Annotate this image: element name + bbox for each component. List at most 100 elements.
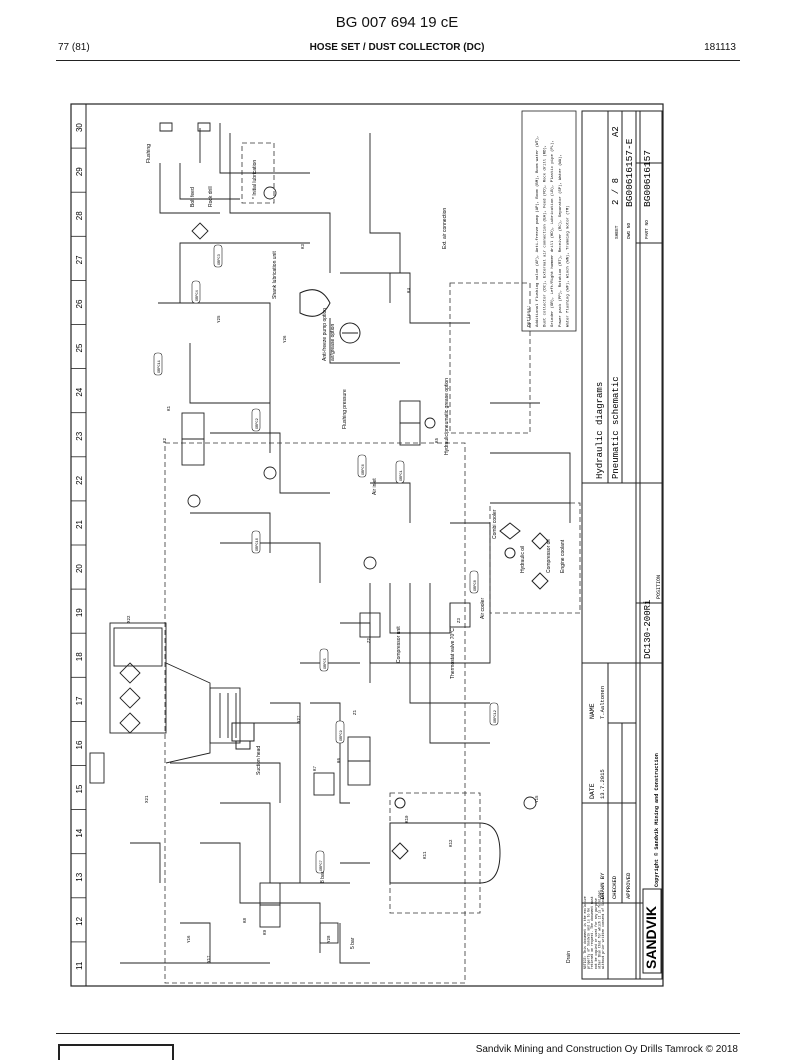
title-block: SANDVIK Copyright © Sandvik Mining and C…: [581, 110, 663, 980]
date-header: DATE: [589, 783, 596, 799]
document-date: 181113: [704, 42, 736, 53]
hose-code-tag: GRPC12: [489, 702, 499, 726]
notice-line: without prior written consent of Sandvik…: [601, 890, 605, 969]
model-designation: DC130-200Ri: [643, 600, 653, 659]
svg-text:GRPC2: GRPC2: [256, 418, 260, 429]
hose-code-tag: GRPC1: [395, 460, 405, 484]
component-id: K9: [264, 929, 268, 935]
svg-text:GRPC8: GRPC8: [474, 580, 478, 591]
options-line: Dust collector (DC), External air connec…: [543, 145, 548, 327]
header-divider: [56, 60, 740, 61]
grid-column-number: 16: [75, 740, 84, 749]
component-id: Y27: [298, 715, 302, 723]
anti-freeze-label: Anti-freeze pump option: [322, 308, 328, 361]
component-id: K6: [338, 757, 342, 763]
hose-code-tag: GRPC9: [335, 720, 345, 744]
grid-column-ticks: [71, 147, 86, 943]
hose-code-tag: GRPC5: [319, 648, 329, 672]
grid-column-number: 17: [75, 696, 84, 705]
options-line: Power pack (PP), Rotation (RT), Receiver…: [558, 154, 563, 327]
hose-code-tag: GRPC3: [213, 244, 223, 268]
thermostat-label: Thermostat valve 70°C: [450, 628, 456, 679]
shank-label: Shank lubrication unit: [272, 251, 278, 299]
drawn-by-label: DRAWN BY: [599, 872, 606, 899]
bar8-label: 8 bar: [320, 871, 326, 883]
position-label: POSITION: [656, 575, 662, 599]
grid-column-number: 19: [75, 608, 84, 617]
name-header: NAME: [589, 703, 596, 719]
component-id: X22: [128, 615, 132, 623]
grid-column-number: 13: [75, 872, 84, 881]
component-id: Z3: [458, 617, 462, 623]
hose-code-tag: GRPC8: [469, 570, 479, 594]
approved-label: APPROVED: [625, 872, 632, 899]
hose-code-labels: GRPC4GRPC3GRPC11GRPC2GRPC10GRPC6GRPC1GRP…: [153, 244, 499, 874]
grid-column-number: 23: [75, 431, 84, 440]
drawing-number: BG00616157-E: [624, 138, 635, 207]
component-id: K10: [406, 815, 410, 823]
checked-label: CHECKED: [611, 875, 618, 899]
drawn-name: T.Aaltonen: [599, 686, 606, 719]
combi-cooler-label: Combi cooler: [492, 509, 498, 539]
document-id: BG 007 694 19 cE: [335, 14, 459, 31]
air-grease-label: air/grease option: [330, 324, 336, 361]
component-id: K5: [436, 437, 440, 443]
grid-column-number: 11: [75, 961, 84, 970]
svg-text:GRPC5: GRPC5: [324, 658, 328, 669]
component-id: Y16: [188, 935, 192, 943]
component-id: Y25: [218, 315, 222, 323]
component-labels: Flushing Bolt feed Rock drill * Initial …: [146, 144, 572, 963]
grid-column-number: 27: [75, 255, 84, 264]
dust-collector-symbol: [89, 622, 241, 784]
combi-cooler-symbol: [499, 522, 549, 590]
engine-coolant-label: Engine coolant: [560, 539, 566, 573]
drawn-date: 13.7.2015: [599, 769, 606, 799]
svg-text:GRPC3: GRPC3: [218, 254, 222, 265]
hose-code-tag: GRPC7: [315, 850, 325, 874]
compressor-unit-label: Compressor unit: [396, 626, 402, 663]
valve-symbols: [159, 122, 537, 944]
svg-text:GRPC7: GRPC7: [320, 860, 324, 871]
component-id: K12: [450, 839, 454, 847]
grid-column-number: 30: [75, 123, 84, 132]
compressor-receiver-symbol: [389, 797, 501, 884]
svg-text:GRPC10: GRPC10: [256, 538, 260, 551]
component-id: K4: [408, 287, 412, 293]
hydraulic-oil-label: Hydraulic oil: [520, 546, 526, 573]
notice-line: returned on request. The document must: [590, 896, 594, 969]
pneumatic-lines: [120, 123, 571, 964]
component-id: Y26: [284, 335, 288, 343]
rock-drill-label: Rock drill: [208, 186, 214, 207]
grid-column-number: 22: [75, 475, 84, 484]
footer-logo: [58, 1044, 174, 1060]
grid-column-number: 25: [75, 343, 84, 352]
drain-label: Drain: [566, 951, 572, 963]
component-id: K11: [424, 851, 428, 859]
option-boundaries: [164, 142, 581, 984]
component-id: K7: [314, 765, 318, 771]
part-label: PART NO: [644, 220, 650, 239]
grid-column-number: 15: [75, 784, 84, 793]
options-notes: Options:Additional flushing valve (AF), …: [521, 110, 577, 332]
grid-column-number: 12: [75, 916, 84, 925]
component-id: Z1: [354, 709, 358, 715]
bar5-label: 5 bar: [350, 937, 356, 949]
grid-column-number: 18: [75, 652, 84, 661]
grid-column-number: 24: [75, 387, 84, 396]
options-heading: Options:: [526, 305, 532, 327]
component-id: K2: [164, 437, 168, 443]
hose-code-tag: GRPC10: [251, 530, 261, 554]
svg-text:GRPC1: GRPC1: [400, 470, 404, 481]
grid-column-number: 26: [75, 299, 84, 308]
pneumatic-schematic-drawing: 3029282726252423222120191817161514131211…: [70, 103, 664, 987]
sheet-number: 2 / 8: [611, 178, 621, 205]
hose-code-tag: GRPC4: [191, 280, 201, 304]
suction-head-symbol: [231, 722, 255, 750]
component-id: Y28: [328, 935, 332, 943]
page-number: 77 (81): [58, 42, 90, 53]
footer-company: Sandvik Mining and Construction Oy Drill…: [475, 1044, 738, 1055]
svg-text:GRPC11: GRPC11: [158, 360, 162, 373]
svg-text:GRPC9: GRPC9: [340, 730, 344, 741]
air-inlet-label: Air inlet: [372, 478, 378, 495]
